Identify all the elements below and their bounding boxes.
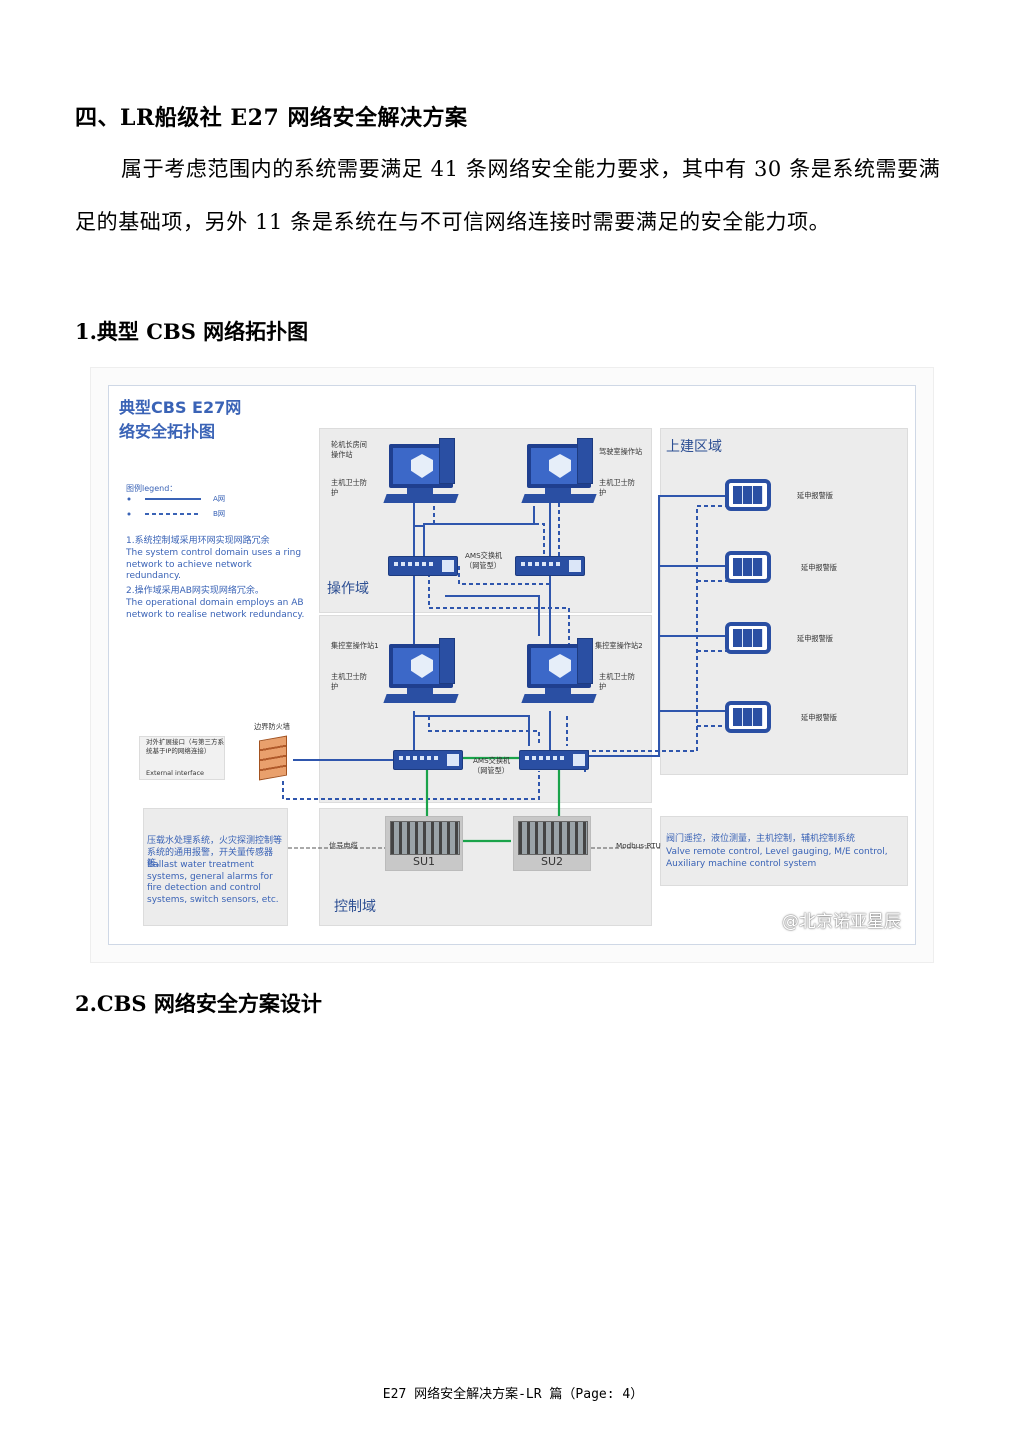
note-2: 2.操作域采用AB网实现网络冗余。 [126,586,264,596]
note-1-en: The system control domain uses a ring ne… [126,548,302,581]
network-wiring [282,495,729,849]
alarm-panel-label-1: 延申报警版 [797,491,833,500]
alarm-panel-label-3: 延申报警版 [797,634,833,643]
alarm-panel-label-4: 延申报警版 [801,713,837,722]
su1-label: SU1 [412,855,436,868]
control-domain-label: 控制域 [334,899,376,915]
subsection-heading-topology: 1.典型 CBS 网络拓扑图 [75,319,309,344]
watermark: @北京诺亚星辰 [782,912,901,932]
right-system-box [660,816,908,886]
note-1: 1.系统控制域采用环网实现网路冗余 [126,536,270,546]
pc3-guard: 主机卫士防护 [331,672,367,691]
legend-lines [127,497,201,516]
control-domain-zone [319,808,652,926]
right-system-text: 阀门遥控，液位测量，主机控制，辅机控制系统 [666,834,856,844]
su2-controller: SU2 [513,816,591,871]
left-system-text: 压载水处理系统，火灾探测控制等系统的通用报警，开关量传感器等。 [147,836,283,869]
pc2-guard: 主机卫士防护 [599,478,635,497]
su2-label: SU2 [540,855,564,868]
left-system-box [143,808,288,926]
topology-figure: 典型CBS E27网 络安全拓扑图 图例legend： A网 B网 1.系统控制… [90,367,934,963]
pc1-guard: 主机卫士防护 [331,478,367,497]
pc4-label: 集控室操作站2 [595,641,643,650]
page-footer: E27 网络安全解决方案-LR 篇（Page: 4） [382,1387,644,1402]
section-heading: 四、LR船级社 E27 网络安全解决方案 [75,105,468,131]
ams-switch-icon [393,750,463,770]
su1-controller: SU1 [385,816,463,871]
diagram-title-2: 络安全拓扑图 [119,422,216,441]
pc-icon [383,638,463,710]
subsection-heading-design: 2.CBS 网络安全方案设计 [75,991,322,1016]
topology-canvas: 典型CBS E27网 络安全拓扑图 图例legend： A网 B网 1.系统控制… [108,385,916,945]
pc4-guard: 主机卫士防护 [599,672,635,691]
ams-switch-icon [519,750,589,770]
legend-a: A网 [213,494,226,503]
upper-building-zone [660,428,908,775]
alarm-panel-icon [725,701,771,733]
note-2-en: The operational domain employs an AB net… [126,598,305,620]
left-system-text-en: Ballast water treatment systems, general… [147,860,279,905]
external-interface-en: External interface [146,769,205,777]
pc3-label: 集控室操作站1 [331,641,379,650]
operation-domain-label: 操作域 [327,581,369,597]
intro-paragraph: 属于考虑范围内的系统需要满足 41 条网络安全能力要求，其中有 30 条是系统需… [75,157,941,234]
upper-building-label: 上建区域 [666,439,722,455]
alarm-panel-icon [725,479,771,511]
pc-icon [521,638,601,710]
external-interface-box [139,736,225,780]
modbus-label: Modbus-RTU [616,841,661,850]
legend-b: B网 [213,509,226,518]
alarm-panel-label-2: 延申报警版 [801,563,837,572]
legend-title: 图例legend： [126,484,178,493]
operation-domain-zone [319,428,652,613]
alarm-panel-icon [725,551,771,583]
alarm-panel-icon [725,622,771,654]
ams-switch-icon [515,556,585,576]
ams-switch-label-top: AMS交换机（网管型） [465,551,503,570]
pc1-label: 轮机长房间操作站 [331,440,367,459]
signal-cable-label: 信号电缆 [329,841,358,850]
external-interface-label: 对外扩展接口（与第三方系统基于IP的网络连接） [146,738,224,755]
firewall-icon [259,735,287,781]
pc2-label: 驾驶室操作站 [599,447,643,456]
ams-switch-icon [388,556,458,576]
ams-switch-label-bottom: AMS交换机（网管型） [473,756,511,775]
operation-domain-zone-lower [319,615,652,803]
diagram-title-1: 典型CBS E27网 [119,398,242,417]
right-system-text-en: Valve remote control, Level gauging, M/E… [666,847,888,869]
firewall-label: 边界防火墙 [254,722,290,731]
pc-icon [521,438,601,510]
pc-icon [383,438,463,510]
